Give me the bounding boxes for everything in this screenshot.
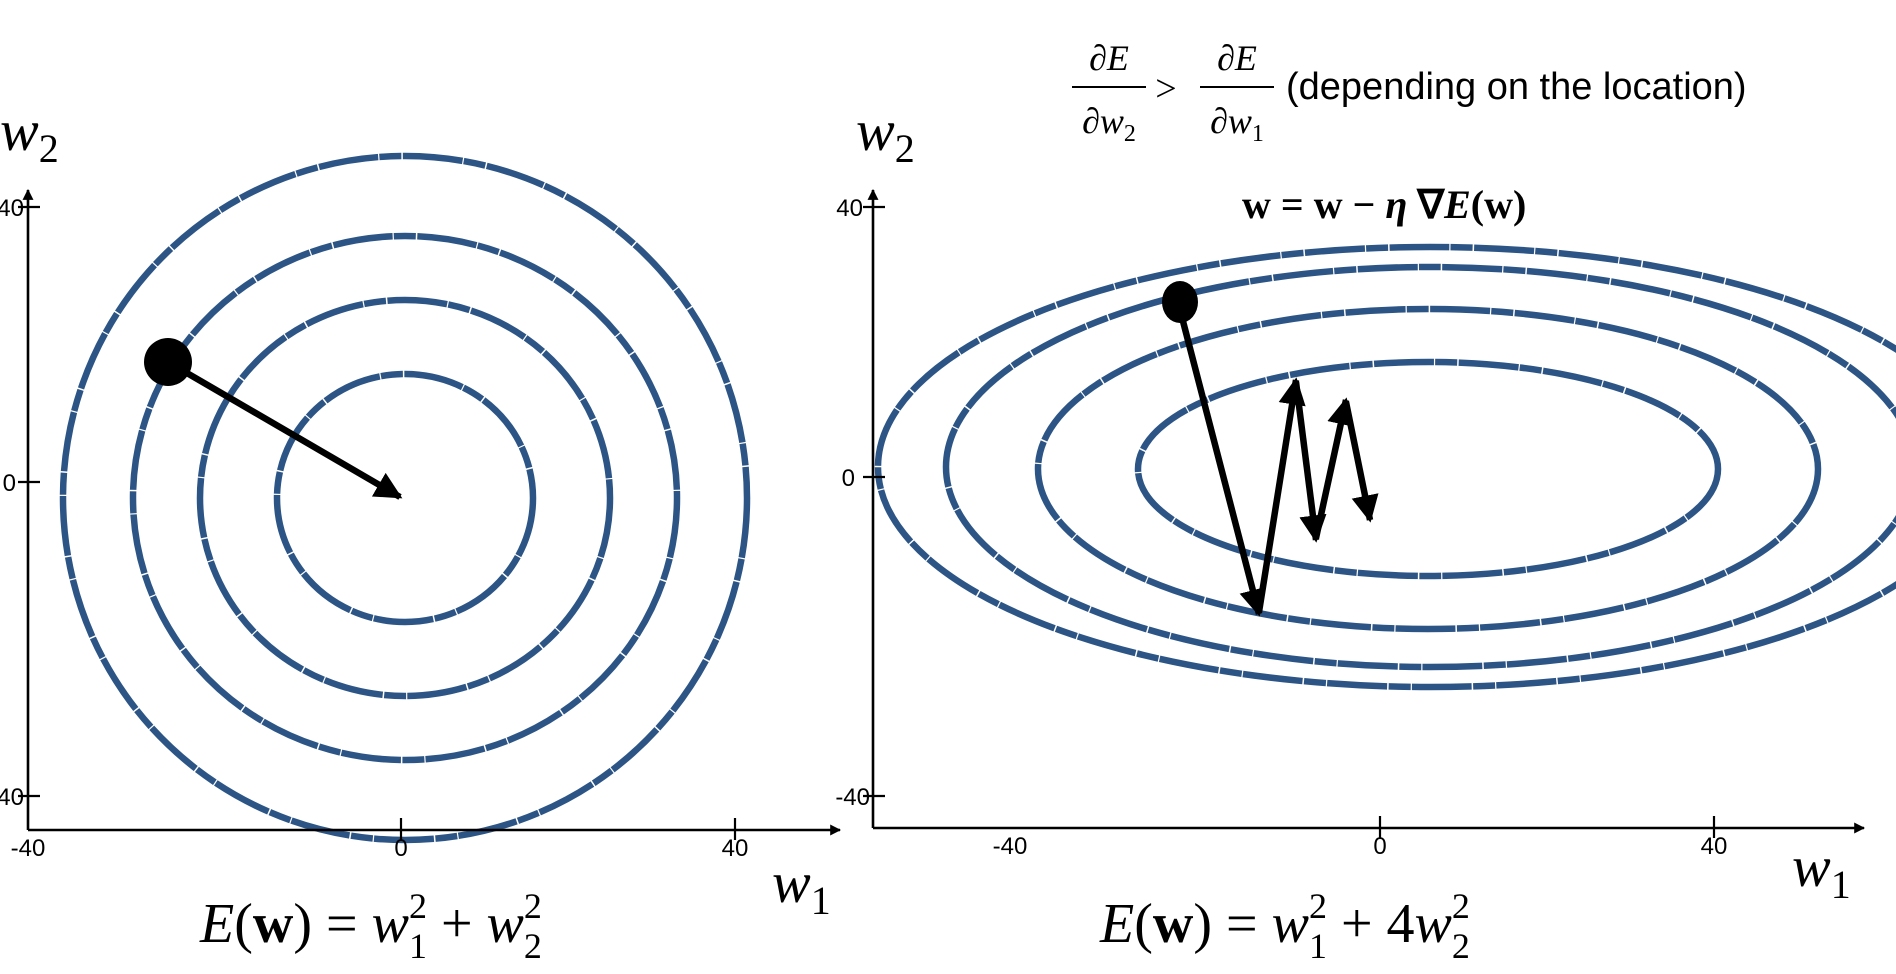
right-y-tick-label-top: 40 [836,195,863,222]
right-step-2 [1255,377,1306,613]
left-contour-3 [129,232,681,764]
comparison-operator: > [1155,68,1176,110]
right-contour-3 [942,263,1896,671]
right-y-tick-label-bottom: -40 [835,784,870,811]
left-x-tick-label-mid: 0 [394,835,407,862]
comparison-note: (depending on the location) [1286,66,1747,108]
right-x-tick-label-mid: 0 [1373,833,1386,860]
right-step-1 [1174,301,1267,617]
right-x-tick-label-left: -40 [993,833,1028,860]
right-x-tick-label-right: 40 [1701,833,1728,860]
left-y-tick-label-top: 40 [0,195,24,222]
frac2-denominator: ∂w1 [1210,101,1264,147]
left-x-axis-label: w1 [772,850,831,923]
left-x-tick-label-right: 40 [722,835,749,862]
right-contour-1 [1134,358,1722,580]
left-y-tick-label-mid: 0 [3,470,16,497]
left-start-point [144,338,192,386]
right-axes: 40 0 -40 -40 0 40 w2 w1 [835,98,1866,907]
right-contour-4 [874,243,1896,691]
right-step-4 [1312,397,1355,539]
left-y-axis-label: w2 [0,98,59,171]
left-contour-2 [196,296,614,700]
left-contours [59,152,751,844]
right-descent-path [1162,281,1379,617]
right-x-axis-label: w1 [1792,834,1851,907]
left-step-arrow [166,359,403,500]
left-contour-4 [59,152,751,844]
frac2-numerator: ∂E [1217,38,1257,78]
left-axes: 40 0 -40 -40 0 40 w2 w1 [0,98,842,923]
left-contour-1 [273,370,537,626]
left-y-tick-label-bottom: -40 [0,784,24,811]
frac1-denominator: ∂w2 [1082,101,1136,147]
gradient-comparison: ∂E ∂w2 > ∂E ∂w1 (depending on the locati… [1072,38,1747,147]
right-start-point [1162,281,1198,323]
left-x-tick-label-left: -40 [11,835,46,862]
right-step-5 [1342,401,1379,523]
frac1-numerator: ∂E [1089,38,1129,78]
right-step-3 [1292,381,1327,543]
right-contours [874,243,1896,691]
left-descent-path [144,338,403,500]
left-panel: 40 0 -40 -40 0 40 w2 w1 E(w) = w21 + w22 [0,98,842,966]
update-rule: w = w − η ∇E(w) [1242,182,1526,227]
right-y-axis-label: w2 [856,98,915,171]
right-contour-2 [1034,305,1822,633]
right-panel: 40 0 -40 -40 0 40 w2 w1 w = w − η ∇E(w) [835,38,1896,966]
right-y-tick-label-mid: 0 [842,465,855,492]
